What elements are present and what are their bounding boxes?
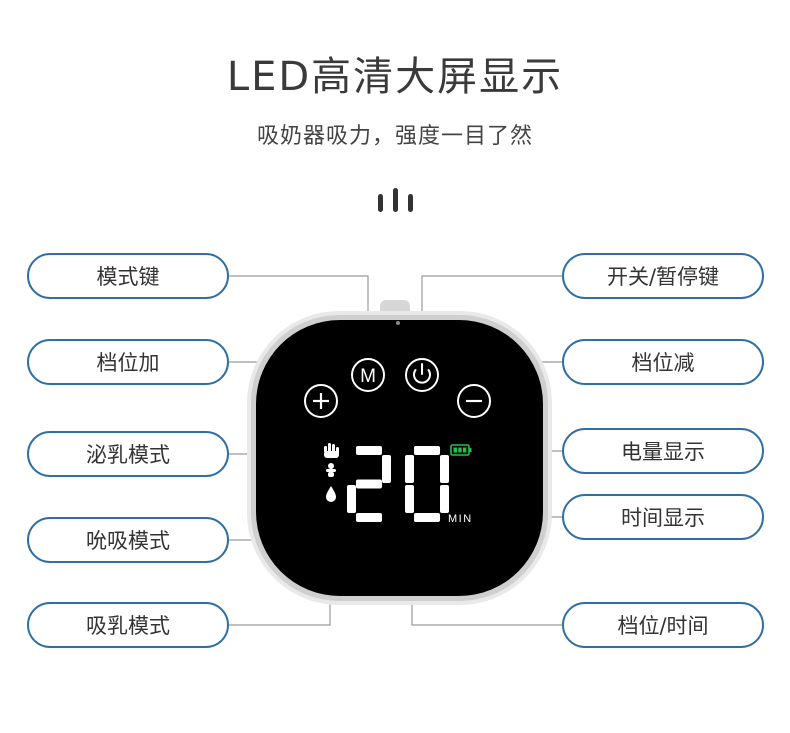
decorative-bars-icon — [378, 188, 413, 212]
mode-button[interactable]: M — [351, 358, 385, 392]
led-segment — [347, 485, 356, 513]
led-segment — [405, 485, 414, 513]
label-sucking-mode: 吮吸模式 — [27, 517, 229, 563]
led-segment — [440, 455, 449, 483]
label-lactation-mode: 泌乳模式 — [27, 431, 229, 477]
time-unit-label: MIN — [448, 513, 473, 525]
pump-device — [247, 300, 552, 605]
label-time-display: 时间显示 — [562, 494, 764, 540]
hand-icon — [324, 443, 339, 458]
led-segment — [414, 513, 440, 522]
level-down-button[interactable] — [457, 384, 491, 418]
label-level-up: 档位加 — [27, 339, 229, 385]
led-segment — [414, 446, 440, 455]
page-subtitle: 吸奶器吸力，强度一目了然 — [256, 124, 533, 149]
led-digits — [347, 446, 449, 522]
led-segment — [405, 455, 414, 483]
led-segment — [440, 485, 449, 513]
led-segment — [356, 513, 382, 522]
battery-icon — [450, 444, 472, 456]
label-level-time: 档位/时间 — [562, 602, 764, 648]
level-up-button[interactable] — [304, 384, 338, 418]
label-power-pause: 开关/暂停键 — [562, 253, 764, 299]
page-title: LED高清大屏显示 — [226, 54, 564, 100]
label-mode-key: 模式键 — [27, 253, 229, 299]
pacifier-icon — [326, 463, 336, 477]
drop-icon — [326, 486, 336, 502]
label-milk-mode: 吸乳模式 — [27, 602, 229, 648]
led-segment — [356, 479, 382, 489]
power-button[interactable] — [405, 358, 439, 392]
mode-button-letter: M — [360, 366, 376, 387]
label-battery-display: 电量显示 — [562, 428, 764, 474]
led-segment — [356, 446, 382, 455]
label-level-down: 档位减 — [562, 339, 764, 385]
power-icon — [413, 369, 431, 384]
led-segment — [382, 455, 391, 483]
